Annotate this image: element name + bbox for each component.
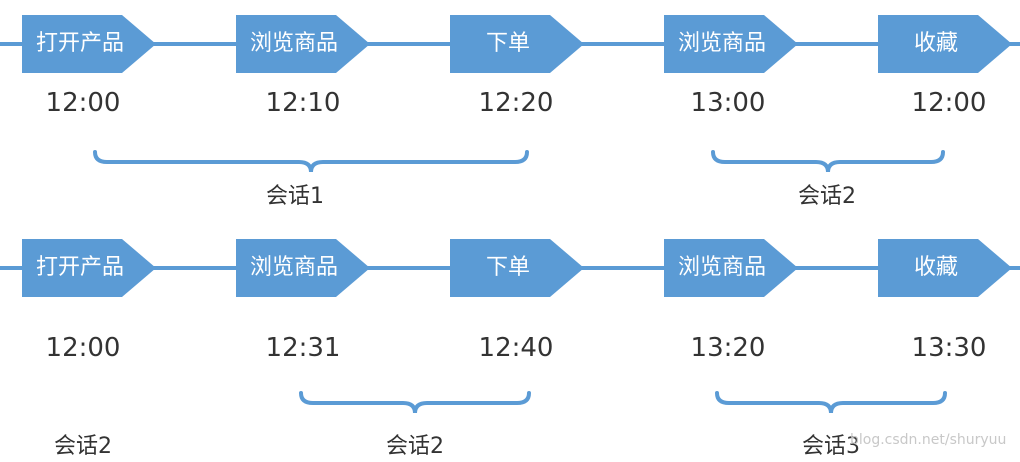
row2-node-2-shape (450, 239, 584, 297)
row1-time-4: 12:00 (911, 88, 987, 118)
row2-node-0-shape (22, 239, 156, 297)
row1-session-1-label: 会话2 (798, 184, 856, 209)
row1-node-0-shape (22, 15, 156, 73)
row1-time-3: 13:00 (690, 88, 766, 118)
row2-time-4: 13:30 (911, 333, 987, 363)
row2-session-2-label: 会话3 (802, 434, 860, 459)
row2-session-1-brace (299, 391, 531, 414)
row1-node-4-label: 收藏 (913, 31, 958, 56)
row1-node-4-shape (878, 15, 1012, 73)
row1-node-1-label: 浏览商品 (249, 31, 338, 56)
row2-session-0-label: 会话2 (54, 434, 112, 459)
row2-time-1: 12:31 (265, 333, 341, 363)
row2-node-0-label: 打开产品 (35, 255, 124, 280)
row2-node-4-shape (878, 239, 1012, 297)
row1-time-0: 12:00 (45, 88, 121, 118)
row1-node-0-label: 打开产品 (35, 31, 124, 56)
row2-session-1-label: 会话2 (386, 434, 444, 459)
row1-session-1-brace (711, 150, 945, 173)
row2-node-1-label: 浏览商品 (249, 255, 338, 280)
row1-node-1-shape (236, 15, 370, 73)
row1-time-2: 12:20 (478, 88, 554, 118)
row2-node-2-label: 下单 (485, 255, 530, 280)
row1-node-2-shape (450, 15, 584, 73)
row2-time-2: 12:40 (478, 333, 554, 363)
row2-time-0: 12:00 (45, 333, 121, 363)
row2-node-4-label: 收藏 (913, 255, 958, 280)
row1-time-1: 12:10 (265, 88, 341, 118)
row2-session-2-brace (715, 391, 947, 414)
row1-node-2-label: 下单 (485, 31, 530, 56)
row1-session-0-label: 会话1 (266, 184, 324, 209)
row1-node-3-shape (664, 15, 798, 73)
row2-node-3-label: 浏览商品 (677, 255, 766, 280)
row1-session-0-brace (93, 150, 529, 173)
row2-node-1-shape (236, 239, 370, 297)
row2-time-3: 13:20 (690, 333, 766, 363)
row1-node-3-label: 浏览商品 (677, 31, 766, 56)
row2-node-3-shape (664, 239, 798, 297)
watermark: blog.csdn.net/shuryuu (850, 432, 1007, 448)
